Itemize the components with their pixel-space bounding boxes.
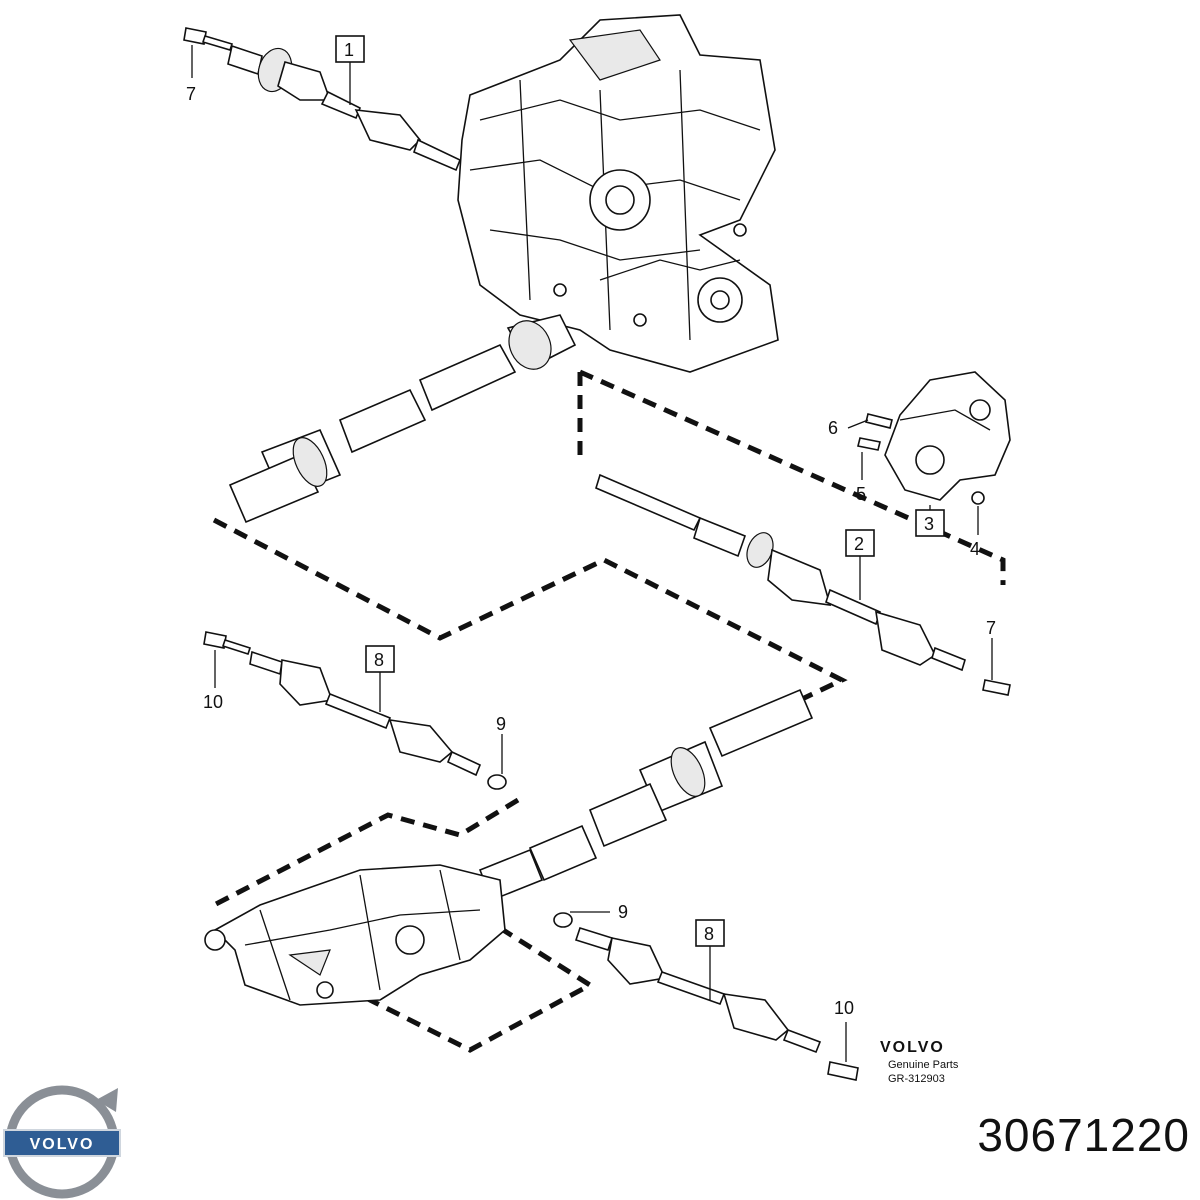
- rear-propeller-shaft: [478, 688, 814, 902]
- brand-block: VOLVO Genuine Parts GR-312903: [880, 1039, 959, 1085]
- brand-block-reference: GR-312903: [888, 1073, 945, 1085]
- callouts: 7 1 6 5 3 4 2 7 8 10 9 9 8 10: [186, 35, 996, 1018]
- volvo-logo-arrow-icon: [96, 1088, 118, 1112]
- rear-differential: [204, 864, 506, 1006]
- volvo-logo: VOLVO: [3, 1085, 121, 1199]
- callout-box-8-left: [365, 645, 395, 673]
- callout-box-2: [845, 529, 875, 557]
- rear-right-drive-shaft: [553, 912, 859, 1081]
- front-left-drive-shaft: [183, 27, 462, 172]
- callout-box-1: [335, 35, 365, 63]
- callout-2: 2: [854, 534, 864, 554]
- dashed-outline-right-shaft: [577, 369, 1006, 585]
- callout-7-top: 7: [186, 84, 196, 104]
- callout-4: 4: [970, 539, 980, 559]
- callout-5: 5: [856, 484, 866, 504]
- callout-8-right: 8: [704, 924, 714, 944]
- callout-box-8-right: [695, 919, 725, 947]
- callout-6: 6: [828, 418, 838, 438]
- callout-9-left: 9: [496, 714, 506, 734]
- front-right-drive-shaft: [595, 473, 1011, 696]
- callout-8-left: 8: [374, 650, 384, 670]
- volvo-logo-wordmark: VOLVO: [30, 1136, 95, 1153]
- dashed-outline-propshaft-front: [212, 517, 848, 703]
- callout-10-left: 10: [203, 692, 223, 712]
- dashed-outline-rear-diff: [338, 925, 595, 1053]
- dashed-grouping-outlines: [212, 369, 1006, 1053]
- support-bracket: [857, 371, 1011, 505]
- dashed-outline-rear-left: [212, 797, 520, 908]
- transmission-housing: [457, 14, 779, 373]
- callout-box-3: [915, 509, 945, 537]
- rear-left-drive-shaft: [203, 631, 507, 790]
- volvo-logo-band: [3, 1129, 121, 1157]
- front-propeller-shaft: [228, 314, 577, 524]
- callout-9-right: 9: [618, 902, 628, 922]
- callout-1: 1: [344, 40, 354, 60]
- callout-7-right: 7: [986, 618, 996, 638]
- brand-block-brand: VOLVO: [880, 1039, 945, 1056]
- leader-lines: [191, 45, 993, 1062]
- brand-block-subtitle: Genuine Parts: [888, 1059, 959, 1071]
- callout-3: 3: [924, 514, 934, 534]
- callout-10-right: 10: [834, 998, 854, 1018]
- part-number: 30671220: [977, 1109, 1190, 1161]
